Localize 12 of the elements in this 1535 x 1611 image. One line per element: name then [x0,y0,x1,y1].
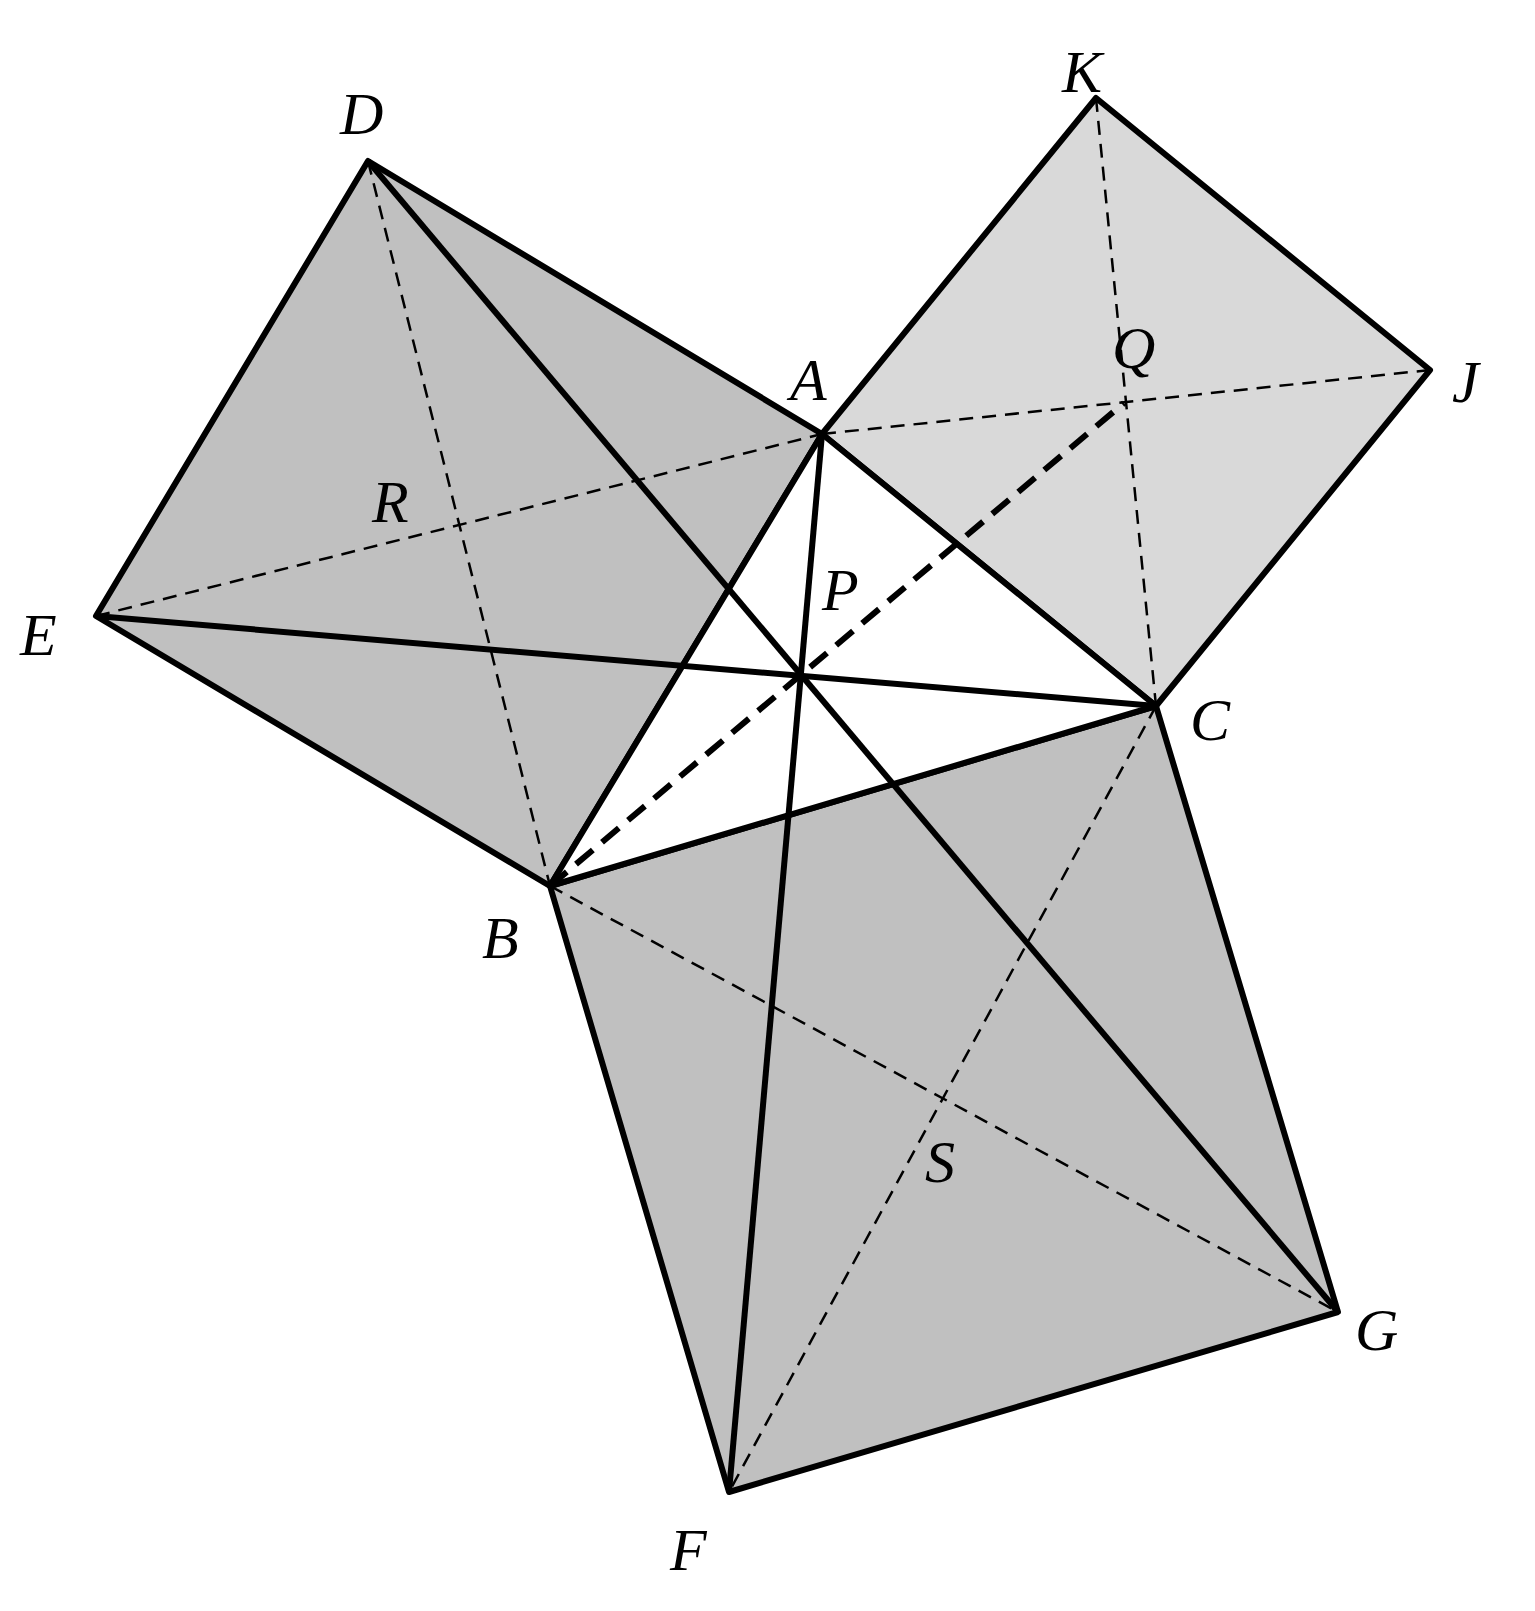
point-label: K [1062,42,1103,102]
point-label: B [482,908,519,968]
point-label: P [822,560,859,620]
point-label: G [1355,1300,1399,1360]
point-label: F [670,1520,707,1580]
point-label: R [372,472,409,532]
point-label: Q [1112,318,1156,378]
point-label: D [340,84,384,144]
point-label: S [925,1132,955,1192]
point-label: E [20,605,57,665]
point-label: J [1452,352,1479,412]
point-label: C [1190,690,1231,750]
